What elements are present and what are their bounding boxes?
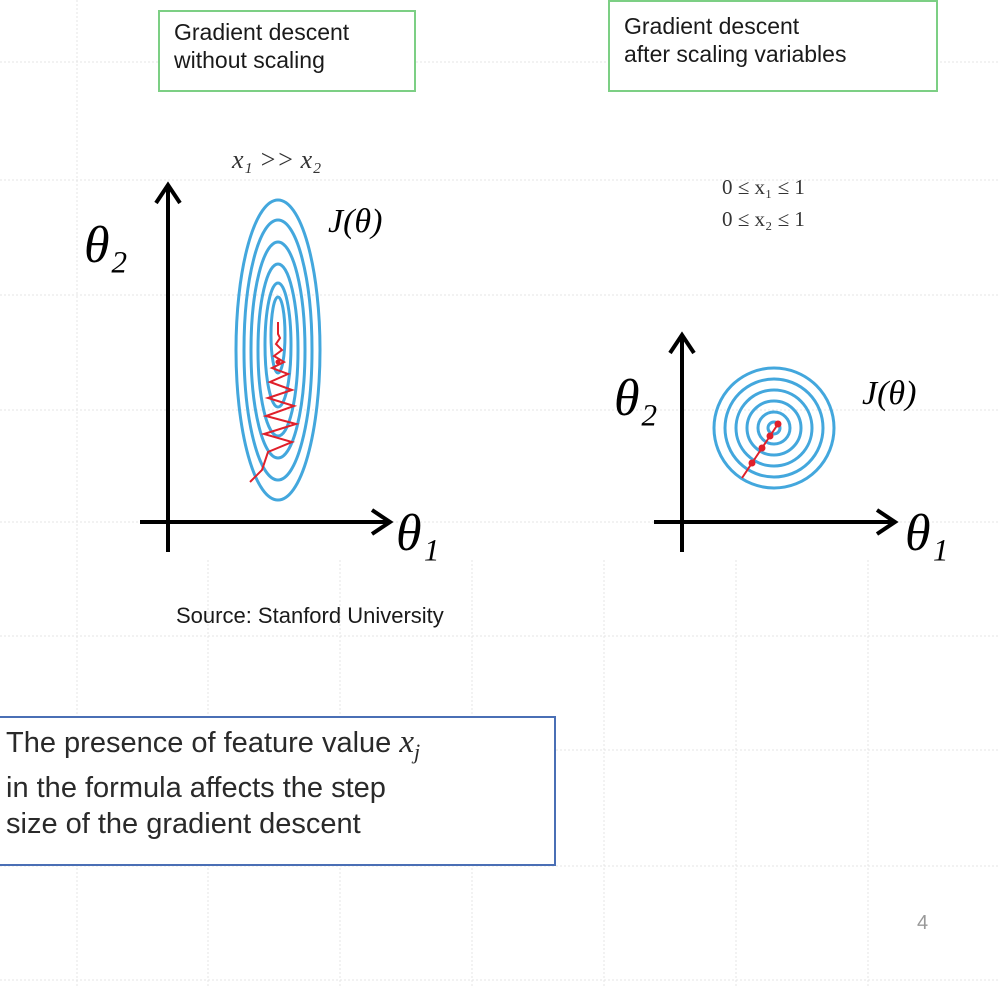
right-title-line1: Gradient descent (624, 13, 800, 39)
source-caption: Source: Stanford University (176, 603, 444, 628)
left-condition-label: x₁ >> x₂ (231, 145, 321, 174)
right-contour-4 (745, 399, 803, 457)
right-contour-5 (756, 410, 792, 446)
right-contours (712, 366, 836, 490)
left-y-arrowhead (154, 181, 182, 205)
left-axis-x-label: θ₁ (396, 505, 440, 562)
note-line1-text: The presence of feature value (6, 727, 392, 759)
right-axis-y-label: θ₂ (614, 370, 658, 427)
left-contour-1 (234, 198, 322, 502)
right-title-box: Gradient descent after scaling variables (608, 0, 938, 92)
left-contour-6 (269, 295, 287, 375)
right-contour-2 (723, 377, 825, 479)
note-variable-subscript: j (414, 738, 421, 764)
right-function-label: J(θ) (862, 375, 916, 412)
gradient-descent-diagram: x₁ >> x₂ θ₂ θ₁ J(θ) 0 ≤ x₁ ≤ 1 0 ≤ x₂ ≤ … (84, 145, 949, 562)
right-condition-line2: 0 ≤ x₂ ≤ 1 (722, 207, 805, 231)
note-line2: in the formula affects the step (6, 771, 386, 804)
left-axis-y-label: θ₂ (84, 217, 128, 274)
right-axis-x-label: θ₁ (905, 505, 949, 562)
left-function-label: J(θ) (328, 203, 382, 240)
left-axes (140, 181, 394, 552)
right-contour-3 (734, 388, 814, 468)
right-descent-path (741, 420, 782, 479)
left-contour-3 (249, 240, 307, 460)
right-condition-line1: 0 ≤ x₁ ≤ 1 (722, 175, 805, 199)
note-variable: x (399, 724, 415, 760)
right-axes (654, 331, 899, 552)
left-title-box: Gradient descent without scaling (158, 10, 416, 92)
right-title-line2: after scaling variables (624, 41, 847, 67)
right-contour-1 (712, 366, 836, 490)
page-number: 4 (917, 912, 929, 934)
left-path-end (275, 359, 281, 365)
note-line3: size of the gradient descent (6, 807, 361, 840)
left-contour-5 (263, 281, 293, 409)
left-title-line2: without scaling (174, 47, 325, 73)
left-x-arrowhead (370, 508, 394, 536)
left-contour-2 (242, 218, 314, 482)
note-line1: The presence of feature value xj (6, 724, 546, 770)
right-y-arrowhead (668, 331, 696, 355)
right-contour-6 (766, 420, 782, 436)
right-x-arrowhead (875, 508, 899, 536)
left-contour-4 (256, 262, 300, 438)
note-box: The presence of feature value xj in the … (0, 716, 556, 866)
left-descent-path (249, 322, 300, 483)
left-contours (234, 198, 322, 502)
left-title-line1: Gradient descent (174, 19, 350, 45)
